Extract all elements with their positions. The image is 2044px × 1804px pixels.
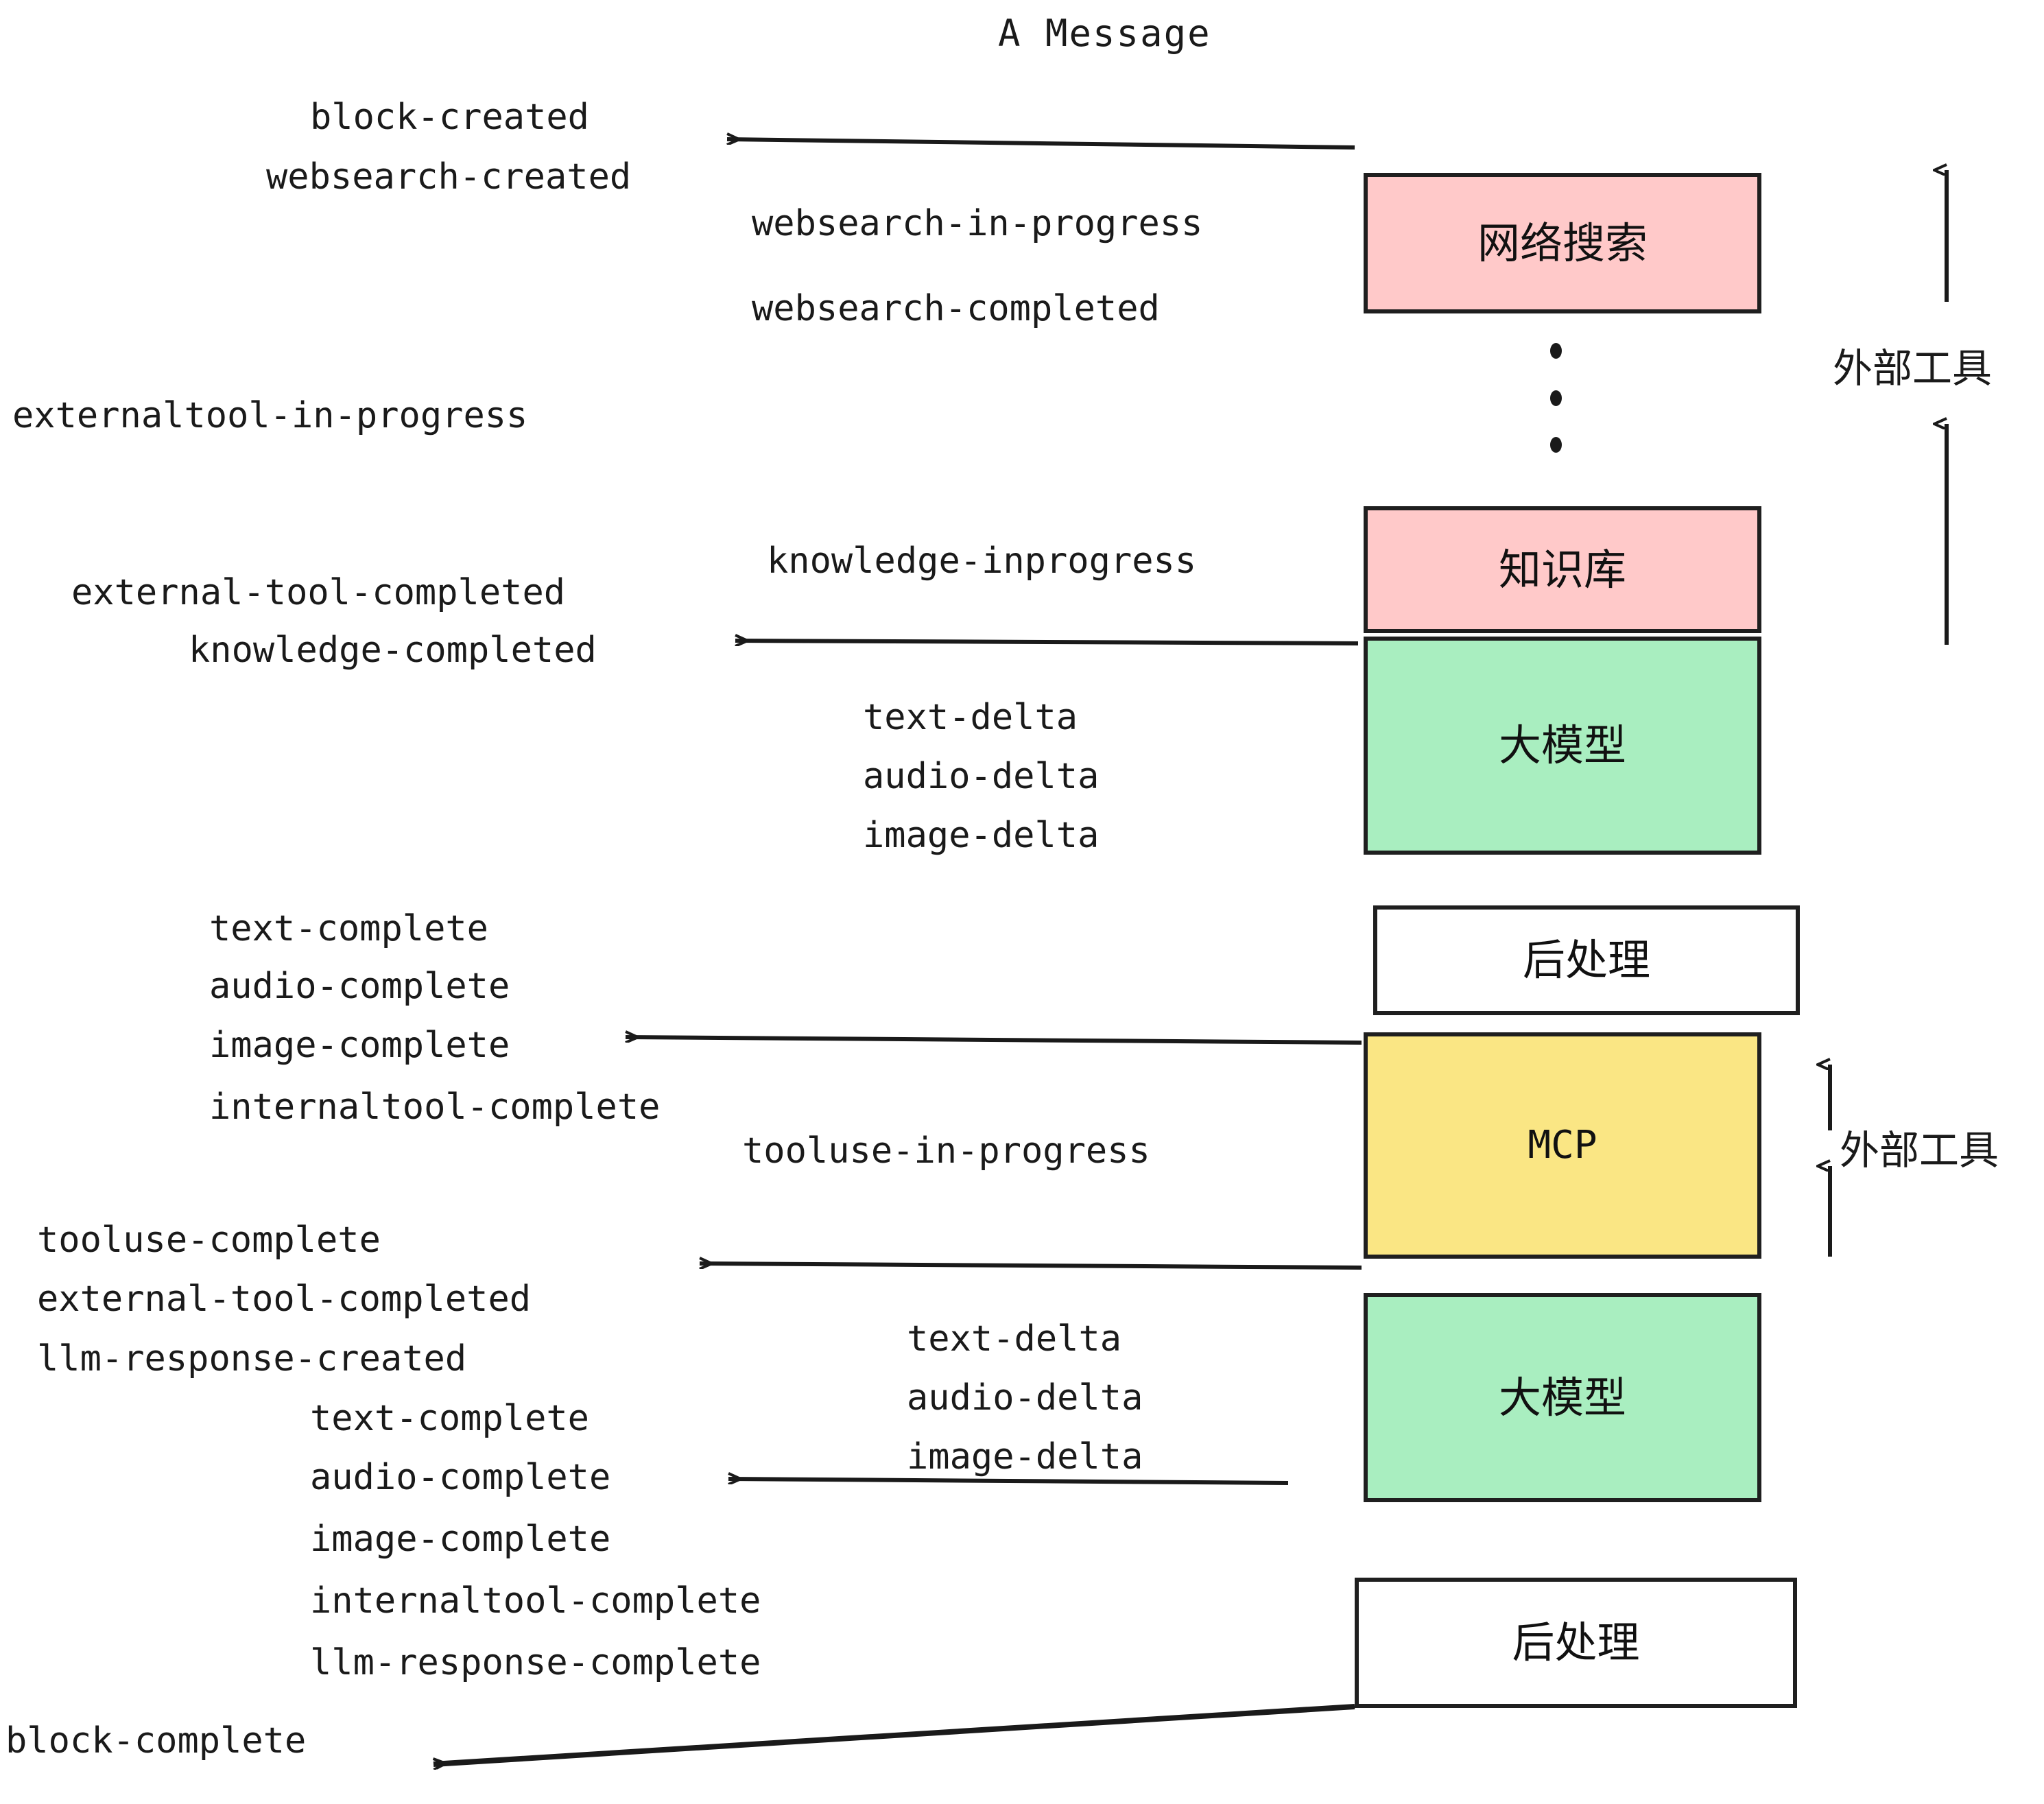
event-internaltool-complete-first: internaltool-complete [209, 1087, 661, 1128]
node-postprocess-first-label: 后处理 [1522, 935, 1650, 985]
node-llm-primary[interactable]: 大模型 [1364, 637, 1761, 855]
arrow-websearch-to-created [727, 139, 1355, 150]
arrow-knowledge-to-completed [735, 641, 1359, 643]
event-tooluse-in-progress: tooluse-in-progress [742, 1130, 1150, 1172]
event-text-delta-first: text-delta [863, 697, 1078, 738]
event-tooluse-complete: tooluse-complete [37, 1220, 381, 1261]
page-title: A Message [998, 12, 1211, 55]
event-websearch-in-progress: websearch-in-progress [752, 203, 1203, 244]
event-audio-delta-first: audio-delta [863, 756, 1100, 797]
event-externaltool-in-progress: externaltool-in-progress [12, 395, 528, 436]
arrow-mcp-to-tooluse-complete [700, 1263, 1362, 1270]
node-websearch[interactable]: 网络搜索 [1364, 173, 1761, 313]
event-image-complete-first: image-complete [209, 1025, 510, 1066]
event-text-delta-second: text-delta [907, 1318, 1122, 1360]
node-llm-secondary[interactable]: 大模型 [1364, 1293, 1761, 1502]
node-llm-secondary-label: 大模型 [1498, 1372, 1626, 1423]
event-block-complete: block-complete [5, 1720, 307, 1761]
node-mcp[interactable]: MCP [1364, 1032, 1761, 1259]
event-websearch-completed: websearch-completed [752, 288, 1160, 329]
event-audio-delta-second: audio-delta [907, 1377, 1143, 1419]
arrow-postprocess-to-block-complete [433, 1704, 1355, 1764]
event-image-delta-first: image-delta [863, 815, 1100, 856]
vertical-ellipsis-icon [1549, 343, 1562, 453]
group-label-external-tools-top: 外部工具 [1833, 345, 1993, 392]
event-text-complete-first: text-complete [209, 908, 488, 949]
event-llm-response-complete: llm-response-complete [310, 1642, 761, 1683]
event-audio-complete-first: audio-complete [209, 966, 510, 1007]
node-llm-primary-label: 大模型 [1498, 720, 1626, 770]
event-llm-response-created: llm-response-created [37, 1338, 467, 1379]
arrow-llm-first-to-image-complete [626, 1037, 1362, 1045]
node-postprocess-second[interactable]: 后处理 [1355, 1578, 1797, 1708]
event-audio-complete-second: audio-complete [310, 1457, 611, 1498]
node-knowledge-label: 知识库 [1498, 544, 1626, 595]
event-block-created: block-created [310, 97, 589, 138]
event-knowledge-inprogress: knowledge-inprogress [767, 541, 1197, 582]
event-text-complete-second: text-complete [310, 1398, 589, 1439]
event-internaltool-complete-second: internaltool-complete [310, 1580, 761, 1622]
node-mcp-label: MCP [1528, 1123, 1597, 1167]
event-image-complete-second: image-complete [310, 1519, 611, 1560]
node-postprocess-first[interactable]: 后处理 [1373, 905, 1800, 1015]
event-external-tool-completed-first: external-tool-completed [71, 572, 566, 613]
event-image-delta-second: image-delta [907, 1436, 1143, 1477]
node-knowledge[interactable]: 知识库 [1364, 506, 1761, 633]
event-knowledge-completed: knowledge-completed [189, 630, 597, 671]
arrow-llm-second-to-audio-complete [728, 1479, 1289, 1485]
event-websearch-created: websearch-created [266, 156, 632, 198]
group-label-external-tools-bottom: 外部工具 [1840, 1127, 1999, 1174]
node-websearch-label: 网络搜索 [1477, 217, 1648, 268]
node-postprocess-second-label: 后处理 [1512, 1617, 1640, 1667]
event-external-tool-completed-second: external-tool-completed [37, 1279, 532, 1320]
